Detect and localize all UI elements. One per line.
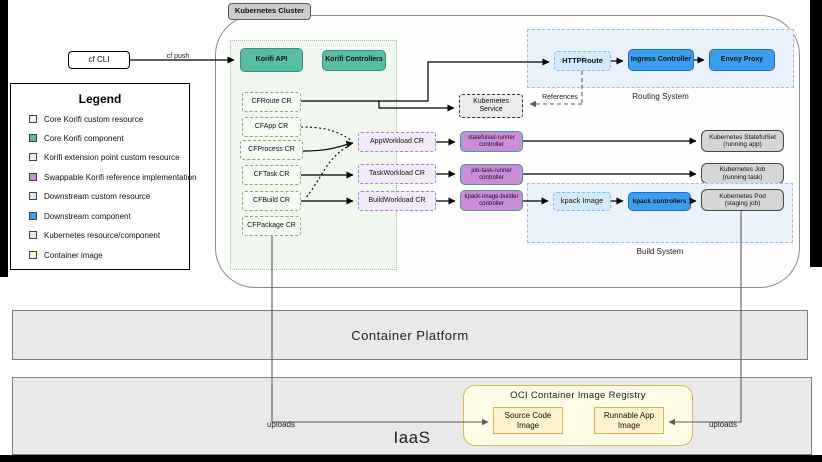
- legend-swatch-swappable: [29, 173, 37, 181]
- ingress-controller: Ingress Controller: [628, 49, 694, 71]
- source-code-image: Source Code Image: [493, 407, 563, 434]
- kubernetes-job: Kubernetes Job (running task): [701, 163, 784, 184]
- legend-swatch-core-cr: [29, 115, 37, 123]
- kpack-image-builder-controller: kpack-image-builder controller: [460, 190, 523, 211]
- kubernetes-statefulset-line2: (running app): [723, 141, 762, 148]
- container-platform-band: Container Platform: [12, 310, 808, 360]
- kubernetes-job-line1: Kubernetes Job: [719, 166, 766, 174]
- job-task-runner-line2: controller: [479, 174, 504, 181]
- bottom-edge-bar: [0, 455, 822, 462]
- routing-system-label: Routing System: [632, 92, 689, 101]
- legend-swatch-extension-cr: [29, 153, 37, 161]
- statefulset-runner-line2: controller: [479, 141, 504, 148]
- kubernetes-service-line2: Service: [479, 106, 503, 113]
- uploads-left-label: uploads: [266, 420, 296, 429]
- iaas-label: IaaS: [393, 428, 431, 447]
- job-task-runner-line1: job-task-runner: [471, 167, 512, 174]
- legend-item-core-component: Core Korifi component: [29, 133, 124, 143]
- right-edge-bar: [810, 0, 822, 267]
- kubernetes-cluster-tab: Kubernetes Cluster: [228, 3, 311, 20]
- legend-item-downstream-cr: Downstream custom resource: [29, 191, 150, 201]
- buildworkload-cr: BuildWorkload CR: [358, 191, 436, 211]
- runnable-app-image: Runnable App Image: [594, 407, 664, 434]
- legend: Legend Core Korifi custom resource Core …: [10, 83, 197, 270]
- kpack-image: kpack Image: [553, 192, 611, 211]
- runnable-app-image-line2: Image: [617, 420, 641, 430]
- appworkload-cr: AppWorkload CR: [358, 132, 436, 152]
- legend-item-extension-cr: Korifi extension point custom resource: [29, 152, 180, 162]
- cfbuild-cr: CFBuild CR: [242, 191, 301, 211]
- kubernetes-statefulset-line1: Kubernetes StatefulSet: [709, 133, 776, 141]
- container-platform-label: Container Platform: [351, 328, 469, 343]
- cfapp-cr: CFApp CR: [242, 117, 301, 137]
- cfprocess-cr: CFProcess CR: [240, 140, 303, 160]
- legend-swatch-container-image: [29, 251, 37, 259]
- kpack-image-builder-line1: kpack-image-builder: [464, 193, 519, 200]
- build-system-label: Build System: [636, 247, 684, 256]
- kubernetes-service-line1: Kubernetes: [473, 97, 509, 105]
- cfpackage-cr: CFPackage CR: [242, 216, 301, 236]
- legend-swatch-downstream-cr: [29, 192, 37, 200]
- cfroute-cr: CFRoute CR: [242, 92, 301, 112]
- taskworkload-cr: TaskWorkload CR: [358, 164, 436, 184]
- korifi-controllers: Korifi Controllers: [322, 50, 386, 71]
- cftask-cr: CFTask CR: [242, 165, 301, 185]
- uploads-right-label: uploads: [708, 420, 738, 429]
- statefulset-runner-line1: statefulset-runner: [468, 134, 515, 141]
- kpack-image-builder-line2: controller: [479, 200, 504, 207]
- legend-item-k8s-resource: Kubernetes resource/component: [29, 230, 160, 240]
- legend-title: Legend: [78, 92, 122, 106]
- legend-item-downstream-component: Downstream component: [29, 211, 131, 221]
- legend-swatch-core-component: [29, 134, 37, 142]
- kubernetes-statefulset: Kubernetes StatefulSet (running app): [701, 130, 784, 152]
- kubernetes-pod-line2: (staging job): [724, 200, 761, 207]
- kubernetes-pod-line1: Kubernetes Pod: [719, 192, 766, 200]
- legend-swatch-k8s-resource: [29, 231, 37, 239]
- source-code-image-line2: Image: [516, 420, 540, 430]
- envoy-proxy: Envoy Proxy: [709, 49, 775, 71]
- runnable-app-image-line1: Runnable App: [603, 411, 655, 421]
- kubernetes-pod: Kubernetes Pod (staging job): [701, 189, 784, 211]
- statefulset-runner-controller: statefulset-runner controller: [460, 131, 523, 152]
- left-edge-bar: [0, 0, 8, 277]
- kubernetes-job-line2: (running task): [722, 173, 763, 181]
- legend-swatch-downstream-component: [29, 212, 37, 220]
- korifi-api: Korifi API: [240, 48, 303, 72]
- source-code-image-line1: Source Code: [504, 411, 552, 421]
- kpack-controllers: kpack controllers: [628, 192, 691, 211]
- cf-cli: cf CLI: [68, 51, 130, 69]
- legend-item-swappable: Swappable Korifi reference implementatio…: [29, 172, 197, 182]
- job-task-runner-controller: job-task-runner controller: [460, 164, 523, 185]
- httproute: HTTPRoute: [554, 51, 611, 71]
- references-label: References: [542, 94, 578, 101]
- oci-registry-title: OCI Container Image Registry: [510, 390, 646, 401]
- legend-item-container-image: Container image: [29, 250, 103, 260]
- cf-push-label: cf push: [166, 53, 190, 60]
- kubernetes-service: Kubernetes Service: [459, 94, 523, 118]
- legend-item-core-cr: Core Korifi custom resource: [29, 114, 143, 124]
